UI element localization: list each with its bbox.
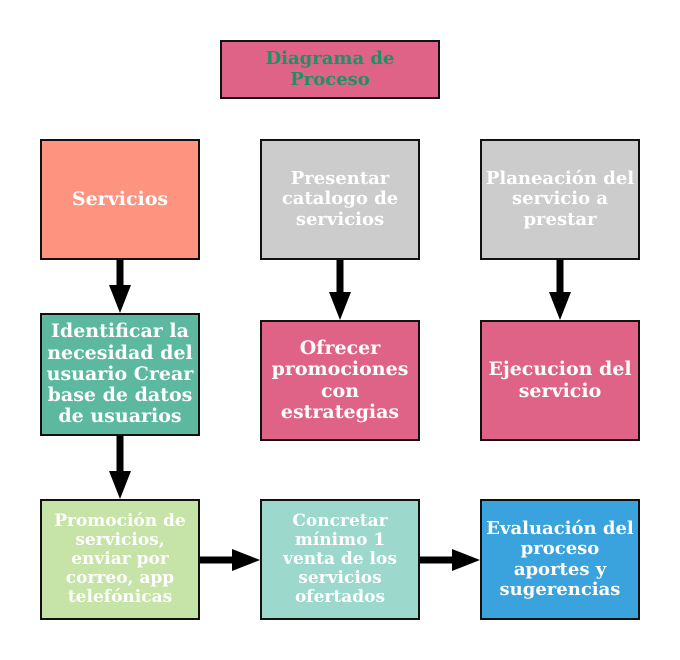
node-evaluacion-proceso: Evaluación del proceso aportes y sugeren…: [480, 499, 640, 620]
node-ofrecer-promociones: Ofrecer promociones con estrategias: [260, 320, 420, 441]
node-servicios: Servicios: [40, 139, 200, 260]
node-concretar-venta-label: Concretar mínimo 1 venta de los servicio…: [283, 510, 397, 608]
node-identificar-necesidad-label: Identificar la necesidad del usuario Cre…: [46, 320, 194, 428]
node-promocion-servicios: Promoción de servicios, enviar por corre…: [40, 499, 200, 620]
arrow-promocion-to-concretar-head: [232, 549, 260, 571]
arrow-promocion-to-concretar: [200, 556, 234, 564]
node-ofrecer-promociones-label: Ofrecer promociones con estrategias: [271, 336, 409, 423]
node-concretar-venta: Concretar mínimo 1 venta de los servicio…: [260, 499, 420, 620]
arrow-planeacion-to-ejecucion-head: [549, 292, 571, 320]
arrow-identificar-to-promocion: [116, 436, 124, 474]
arrow-concretar-to-evaluacion-head: [452, 549, 480, 571]
diagram-title: Diagrama de Proceso: [220, 40, 440, 99]
node-servicios-label: Servicios: [71, 187, 169, 210]
arrow-presentar-to-ofrecer: [336, 260, 344, 294]
node-evaluacion-proceso-label: Evaluación del proceso aportes y sugeren…: [486, 518, 634, 600]
node-planeacion-servicio-label: Planeación del servicio a prestar: [485, 168, 635, 230]
node-presentar-catalogo: Presentar catalogo de servicios: [260, 139, 420, 260]
node-ejecucion-servicio: Ejecucion del servicio: [480, 320, 640, 441]
node-planeacion-servicio: Planeación del servicio a prestar: [480, 139, 640, 260]
node-ejecucion-servicio-label: Ejecucion del servicio: [488, 358, 632, 402]
arrow-servicios-to-identificar-head: [109, 285, 131, 313]
arrow-servicios-to-identificar: [116, 260, 124, 288]
arrow-planeacion-to-ejecucion: [556, 260, 564, 294]
arrow-presentar-to-ofrecer-head: [329, 292, 351, 320]
arrow-identificar-to-promocion-head: [109, 471, 131, 499]
arrow-concretar-to-evaluacion: [420, 556, 454, 564]
node-presentar-catalogo-label: Presentar catalogo de servicios: [281, 168, 399, 230]
node-promocion-servicios-label: Promoción de servicios, enviar por corre…: [54, 510, 186, 608]
node-identificar-necesidad: Identificar la necesidad del usuario Cre…: [40, 313, 200, 436]
